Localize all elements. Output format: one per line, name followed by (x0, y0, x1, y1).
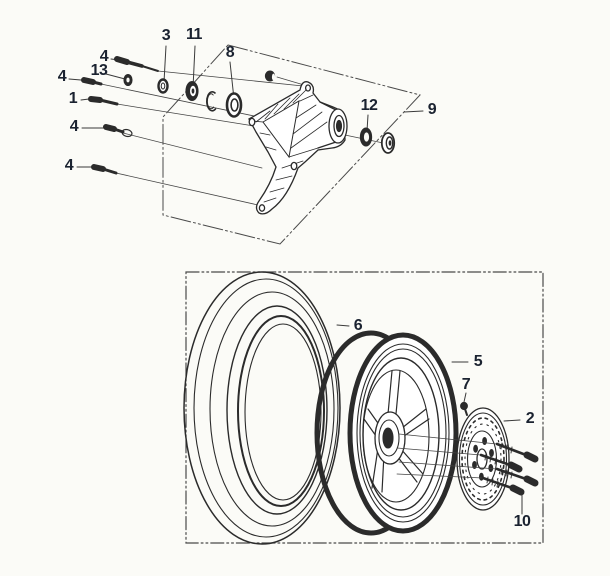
part-callout-13: 13 (90, 62, 108, 79)
part-8-seal (225, 92, 243, 118)
part-4-bolt (91, 164, 118, 175)
part-callout-6: 6 (353, 317, 363, 334)
part-callout-4: 4 (64, 157, 74, 174)
part-3-washer (157, 78, 169, 94)
part-11-bearing-bore (191, 88, 195, 94)
part-3-washer-hole (160, 82, 166, 90)
part-pivot-cap (264, 70, 276, 82)
lower-boundary-box (185, 271, 544, 544)
part-2-brake-disc (456, 407, 510, 511)
part-end-cap (380, 132, 396, 154)
part-callout-11: 11 (186, 26, 202, 43)
part-callout-7: 7 (461, 376, 471, 393)
part-callout-12: 12 (360, 97, 378, 114)
upper-assembly-drawing (68, 44, 424, 245)
part-callout-10: 10 (513, 513, 531, 530)
part-callout-8: 8 (225, 44, 235, 61)
part-callout-4: 4 (57, 68, 67, 85)
axis-lines (100, 70, 389, 206)
part-12-seal-inner (363, 132, 370, 142)
part-10-bolt (481, 476, 525, 496)
wheel-spokes (363, 370, 430, 493)
part-10-bolt (479, 453, 523, 473)
part-5-wheel (314, 330, 459, 536)
part-9-hub (317, 101, 348, 149)
part-1-bolt (88, 96, 119, 106)
part-10-bolt (495, 467, 539, 487)
part-callout-4: 4 (69, 118, 79, 135)
lower-leader-lines (336, 324, 523, 515)
part-7-screw (460, 401, 468, 416)
disc-axis-lines (396, 433, 498, 479)
part-4-bolt (114, 56, 159, 72)
lower-assembly-drawing (183, 271, 544, 545)
upper-leader-lines (68, 45, 424, 168)
part-bolt-group (81, 56, 159, 175)
part-circlip-inner (206, 93, 215, 110)
part-callout-4: 4 (99, 48, 109, 65)
part-callout-2: 2 (525, 410, 535, 427)
part-4-bolt (81, 77, 103, 86)
part-9-bracket (248, 81, 348, 215)
part-13-nut-hole (126, 77, 130, 83)
part-callout-5: 5 (473, 353, 483, 370)
part-6-tire (183, 271, 341, 545)
part-callout-3: 3 (161, 27, 171, 44)
part-10-bolt (495, 442, 539, 463)
part-callout-9: 9 (427, 101, 437, 118)
part-callout-1: 1 (68, 90, 78, 107)
part-4-bolt (103, 124, 133, 138)
part-10-bolts (479, 442, 539, 496)
part-8-seal-inner (230, 98, 239, 112)
phantom-plane (162, 44, 421, 245)
